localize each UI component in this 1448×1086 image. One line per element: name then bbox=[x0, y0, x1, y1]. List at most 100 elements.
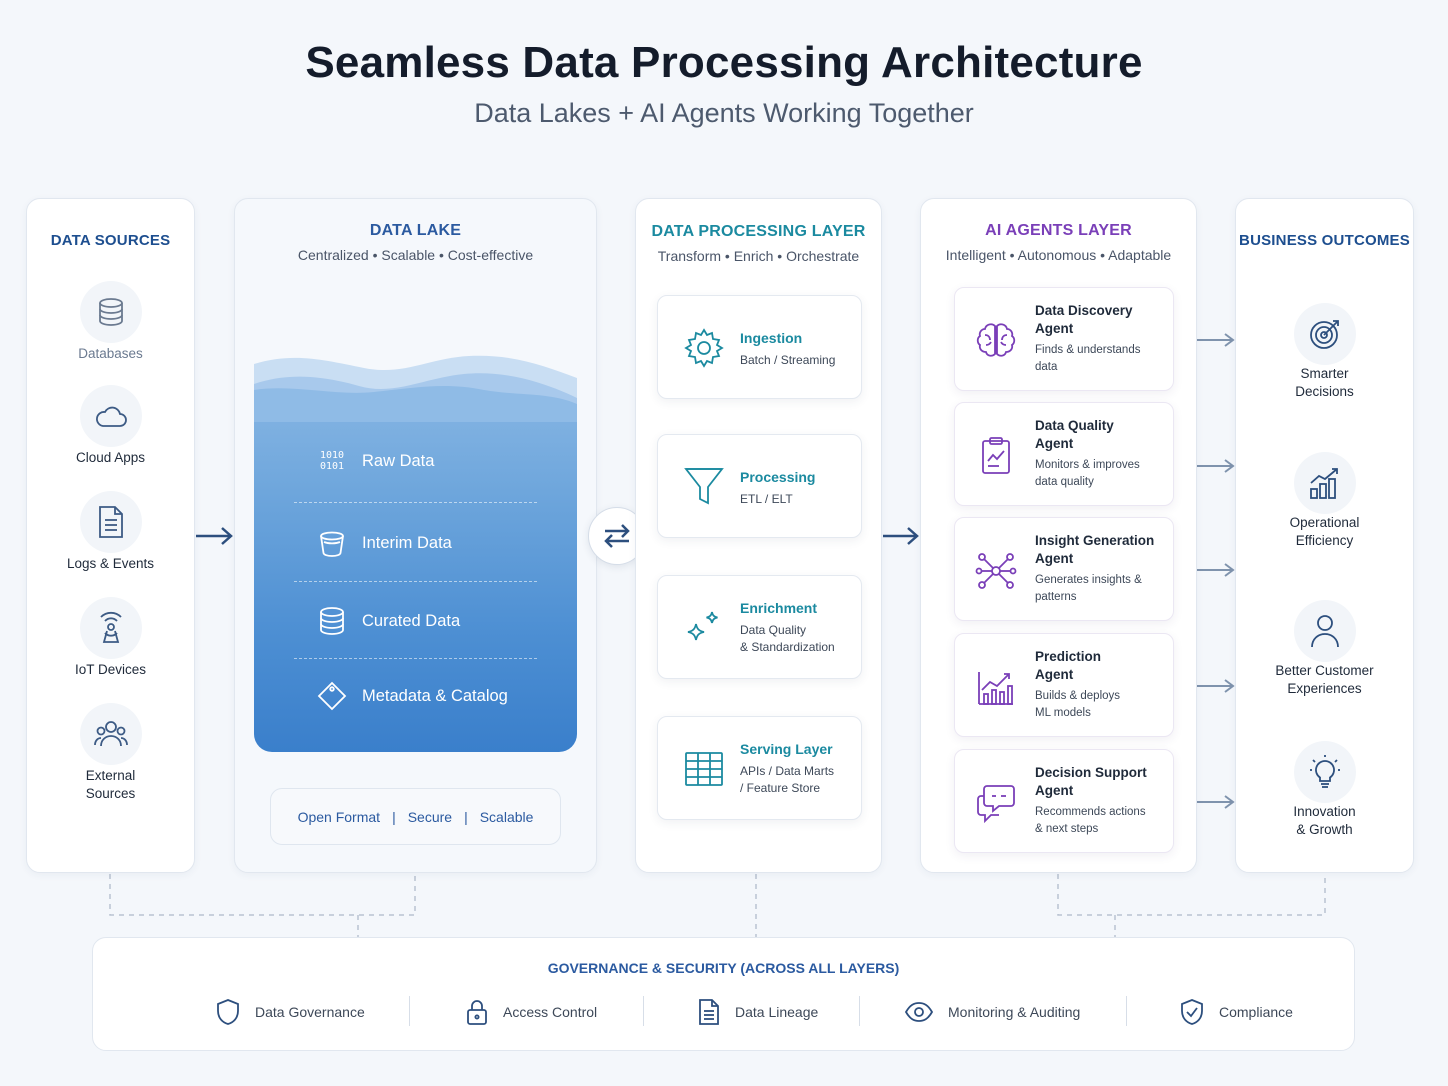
brain-icon bbox=[976, 323, 1016, 357]
lake-separator bbox=[294, 581, 537, 582]
lake-layer-label: Metadata & Catalog bbox=[362, 686, 508, 705]
agent-desc: Recommends actions& next steps bbox=[1035, 804, 1165, 838]
source-logs-events[interactable]: Logs & Events bbox=[27, 491, 194, 573]
step-title: Ingestion bbox=[740, 330, 803, 346]
swap-arrows-icon bbox=[604, 524, 630, 548]
arrow-sources-to-lake bbox=[196, 527, 233, 545]
governance-title: GOVERNANCE & SECURITY (ACROSS ALL LAYERS… bbox=[547, 960, 900, 976]
source-external-label: External Sources bbox=[85, 768, 136, 801]
outcome-label-line: Operational bbox=[1289, 515, 1360, 530]
processing-step-processing[interactable]: Processing ETL / ELT bbox=[657, 434, 862, 538]
outcomes-title: BUSINESS OUTCOMES bbox=[1239, 232, 1410, 249]
gov-label: Monitoring & Auditing bbox=[948, 1004, 1081, 1020]
source-cloud-apps[interactable]: Cloud Apps bbox=[27, 385, 194, 467]
agent-title-line: Agent bbox=[1035, 551, 1074, 566]
binary-icon: 1010 0101 bbox=[319, 450, 345, 472]
agent-title-line: Data Quality bbox=[1035, 418, 1114, 433]
source-label: IoT Devices bbox=[74, 662, 147, 677]
water-waves bbox=[254, 352, 577, 422]
agent-desc-line: Monitors & improves bbox=[1035, 459, 1140, 471]
gov-data-lineage[interactable]: Data Lineage bbox=[697, 996, 818, 1028]
lake-layer-curated[interactable]: Curated Data bbox=[294, 591, 537, 651]
outcome-label-line: Better Customer bbox=[1275, 663, 1374, 678]
outcome-label-line: Innovation bbox=[1293, 804, 1356, 819]
bar-growth-icon bbox=[1309, 468, 1338, 499]
users-icon bbox=[93, 721, 128, 747]
gov-data-governance[interactable]: Data Governance bbox=[215, 996, 365, 1028]
source-databases[interactable]: Databases bbox=[27, 281, 194, 363]
lake-footer-separator: | bbox=[392, 808, 396, 825]
step-title: Enrichment bbox=[740, 600, 818, 616]
lake-footer-separator: | bbox=[464, 808, 468, 825]
network-icon bbox=[975, 553, 1017, 589]
gov-monitoring-auditing[interactable]: Monitoring & Auditing bbox=[904, 996, 1080, 1028]
lake-layer-metadata[interactable]: Metadata & Catalog bbox=[294, 666, 537, 726]
step-desc: Batch / Streaming bbox=[740, 353, 836, 367]
bucket-icon bbox=[320, 531, 344, 557]
page-subtitle: Data Lakes + AI Agents Working Together bbox=[474, 98, 974, 128]
agent-desc-line: Generates insights & bbox=[1035, 574, 1142, 586]
lightbulb-icon bbox=[1309, 755, 1340, 788]
processing-step-ingestion[interactable]: Ingestion Batch / Streaming bbox=[657, 295, 862, 399]
funnel-icon bbox=[684, 468, 724, 505]
gov-divider bbox=[409, 996, 410, 1026]
clipboard-icon bbox=[982, 437, 1010, 474]
shield-icon bbox=[217, 999, 239, 1025]
gov-access-control[interactable]: Access Control bbox=[465, 996, 597, 1028]
database-icon bbox=[320, 607, 344, 635]
gov-divider bbox=[643, 996, 644, 1026]
tag-icon bbox=[317, 681, 347, 711]
data-sources-title: DATA SOURCES bbox=[50, 232, 171, 249]
agents-title: AI AGENTS LAYER bbox=[985, 222, 1132, 239]
gov-divider bbox=[1126, 996, 1127, 1026]
source-iot-devices[interactable]: IoT Devices bbox=[27, 597, 194, 679]
agent-desc-line: & next steps bbox=[1035, 823, 1099, 835]
agent-title-line: Agent bbox=[1035, 436, 1074, 451]
lake-layer-raw[interactable]: 1010 0101 Raw Data bbox=[294, 431, 537, 491]
source-label: Cloud Apps bbox=[75, 450, 146, 465]
source-external[interactable]: External Sources bbox=[27, 703, 194, 803]
eye-icon bbox=[904, 1002, 934, 1022]
agent-title-line: Data Discovery bbox=[1035, 303, 1133, 318]
gov-compliance[interactable]: Compliance bbox=[1179, 996, 1293, 1028]
outcome-innovation-growth[interactable]: Innovation& Growth bbox=[1236, 741, 1413, 839]
lake-layer-label: Interim Data bbox=[362, 533, 452, 552]
agent-desc-line: Finds & understands bbox=[1035, 344, 1141, 356]
agent-title-line: Agent bbox=[1035, 783, 1074, 798]
outcome-label-line: Smarter bbox=[1300, 366, 1349, 381]
lake-separator bbox=[294, 502, 537, 503]
processing-step-serving[interactable]: Serving Layer APIs / Data Marts / Featur… bbox=[657, 716, 862, 820]
lake-layer-label: Raw Data bbox=[362, 451, 435, 470]
step-title: Serving Layer bbox=[740, 741, 833, 757]
gov-label: Data Lineage bbox=[735, 1004, 819, 1020]
arrow-processing-to-agents bbox=[883, 527, 919, 545]
page-title: Seamless Data Processing Architecture bbox=[305, 38, 1143, 87]
agent-title-line: Decision Support bbox=[1035, 765, 1147, 780]
source-label: Databases bbox=[78, 346, 143, 361]
outcome-label-line: Decisions bbox=[1295, 384, 1354, 399]
lake-layer-interim[interactable]: Interim Data bbox=[294, 513, 537, 573]
lake-footer-open-format: Open Format bbox=[297, 808, 381, 825]
processing-subtitle: Transform • Enrich • Orchestrate bbox=[657, 248, 860, 264]
lake-layer-label: Curated Data bbox=[362, 611, 461, 630]
processing-step-enrichment[interactable]: Enrichment Data Quality & Standardizatio… bbox=[657, 575, 862, 679]
agent-title-line: Agent bbox=[1035, 321, 1074, 336]
sparkle-icon bbox=[687, 611, 718, 641]
outcome-label: Innovation& Growth bbox=[1236, 803, 1413, 839]
